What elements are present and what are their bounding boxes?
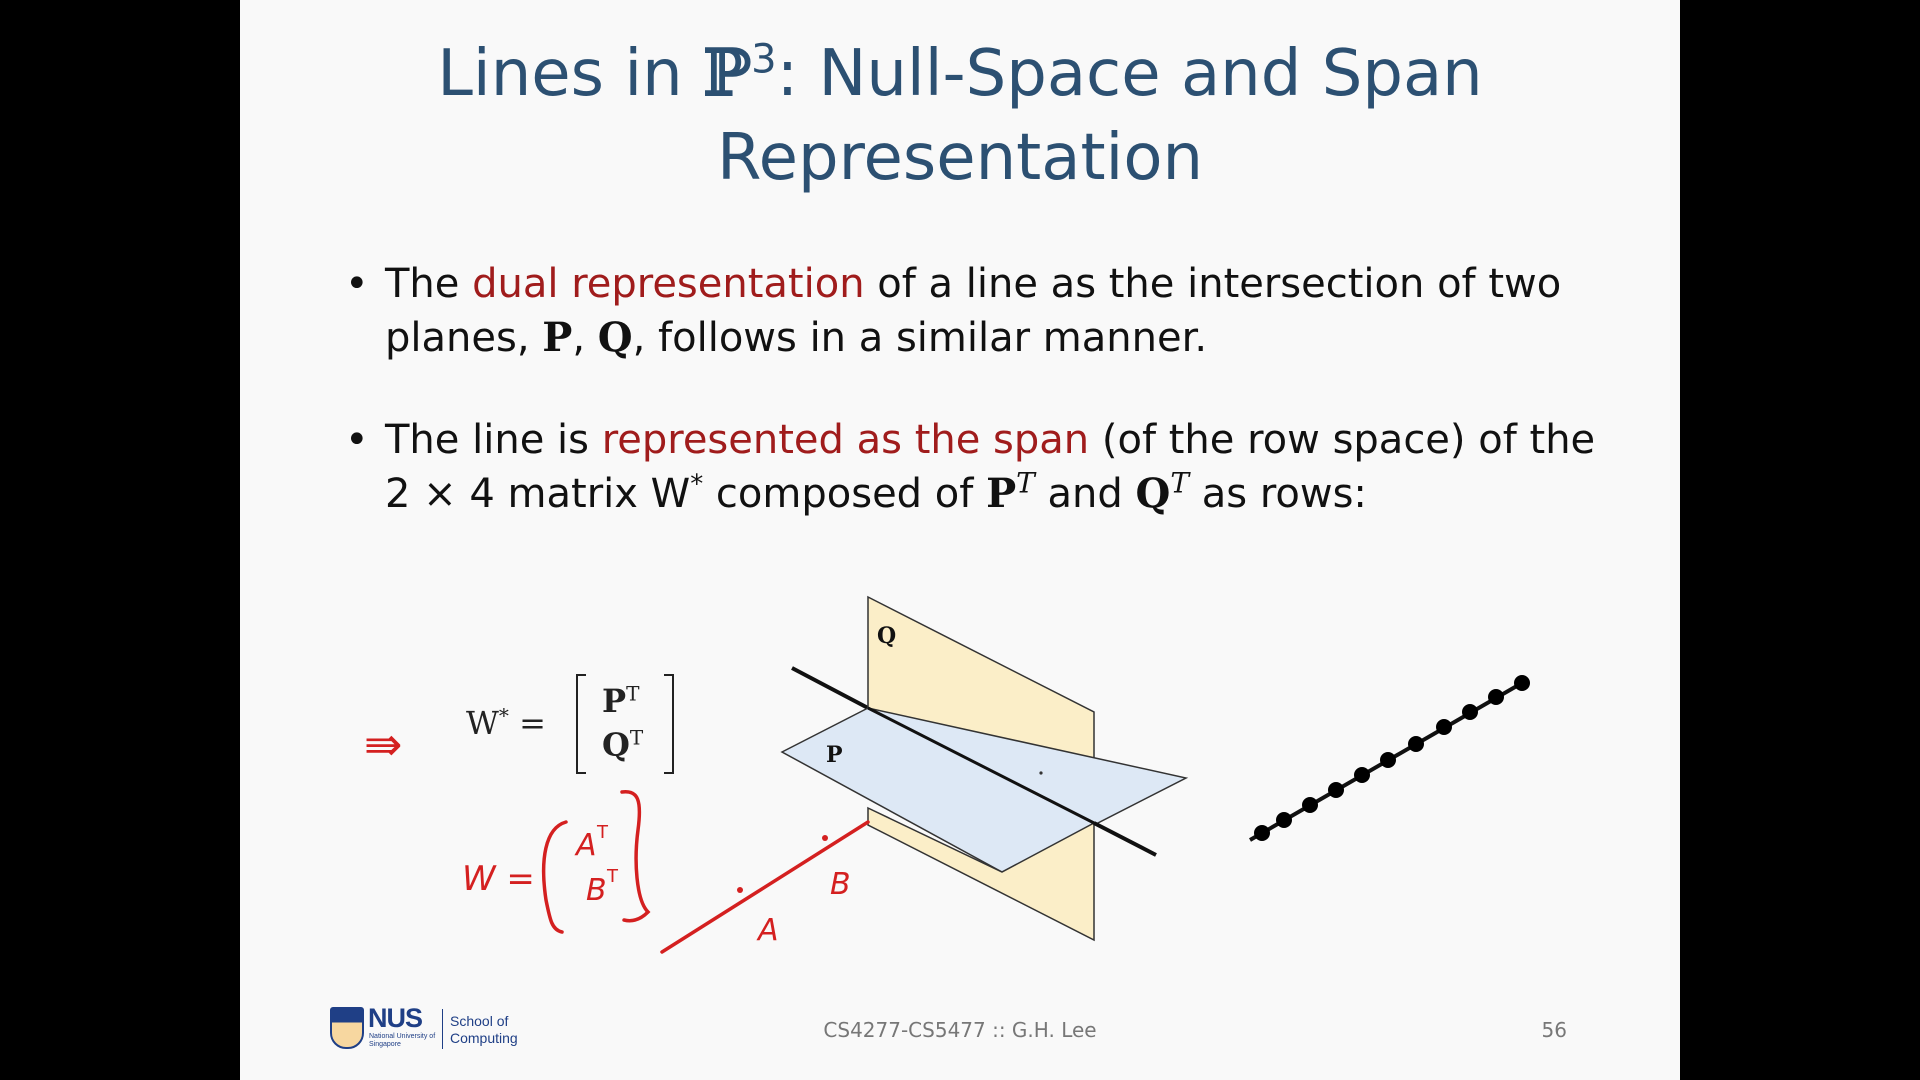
point-dot — [1436, 719, 1452, 735]
point-dot — [1380, 752, 1396, 768]
bullet-text: The — [385, 261, 473, 307]
intersection-line — [867, 706, 1095, 825]
row-p: P — [602, 682, 627, 720]
hand-point-a — [737, 887, 743, 893]
matrix-row-2: QT — [602, 726, 643, 764]
school-line-2: Computing — [450, 1030, 518, 1046]
plane-q-label: Q — [877, 623, 896, 649]
hand-line-ab — [660, 820, 870, 954]
nus-crest-icon — [330, 1007, 364, 1049]
point-dot — [1276, 812, 1292, 828]
b-transpose-annotation: T — [606, 866, 619, 887]
plane-p-symbol: P — [542, 314, 573, 361]
a-row-annotation: A — [574, 828, 597, 863]
title-text-rest: : Null-Space and Span — [776, 37, 1483, 111]
point-dot — [1408, 736, 1424, 752]
slide-title: Lines in ℙ3: Null-Space and Span Represe… — [240, 32, 1680, 200]
point-dot — [1462, 704, 1478, 720]
bullet-list: • The dual representation of a line as t… — [345, 257, 1625, 569]
a-transpose-annotation: T — [596, 822, 609, 843]
right-bracket — [664, 674, 674, 774]
title-text: Lines in — [437, 37, 703, 111]
title-line-1: Lines in ℙ3: Null-Space and Span — [240, 32, 1680, 116]
footer-course: CS4277-CS5477 :: G.H. Lee — [823, 1018, 1097, 1042]
equals-sign: = — [508, 704, 546, 742]
transpose-symbol: T — [1016, 466, 1035, 500]
plane-p-label: P — [826, 742, 843, 768]
point-dot — [1328, 782, 1344, 798]
nus-logo: NUS National University of Singapore Sch… — [330, 1003, 550, 1055]
implies-annotation: ⇛ — [364, 717, 403, 771]
transpose-symbol: T — [626, 681, 640, 706]
left-bracket — [576, 674, 586, 774]
planes-intersection-figure: Q P ⇛ W = A T B T — [364, 595, 1530, 954]
projective-space-symbol: ℙ — [703, 36, 752, 111]
star-symbol: * — [498, 703, 509, 728]
bullet-2: • The line is represented as the span (o… — [345, 413, 1625, 521]
plane-q-symbol: Q — [597, 314, 633, 361]
bullet-marker: • — [345, 261, 369, 307]
highlight-dual-representation: dual representation — [472, 261, 865, 307]
equation-lhs: W* = — [466, 704, 546, 742]
intersection-line-back — [791, 666, 869, 710]
point-dot — [1514, 675, 1530, 691]
page-number: 56 — [1541, 1018, 1567, 1042]
logo-name: NUS — [368, 1003, 423, 1033]
plane-p — [780, 707, 1189, 873]
handwritten-annotations: ⇛ W = A T B T A B — [364, 717, 870, 954]
b-row-annotation: B — [586, 873, 607, 908]
plane-p-symbol: P — [986, 470, 1017, 517]
bullet-marker: • — [345, 417, 369, 463]
slide: Lines in ℙ3: Null-Space and Span Represe… — [240, 0, 1680, 1080]
bullet-text: (of the row space) of the 2 × 4 matrix W — [385, 417, 1596, 517]
intersection-line-front — [1093, 821, 1157, 857]
hand-bracket-left — [541, 820, 568, 934]
matrix-row-1: PT — [602, 682, 639, 720]
label-a-annotation: A — [756, 913, 779, 948]
bullet-text: composed of — [703, 471, 987, 517]
bullet-text: , follows in a similar manner. — [632, 315, 1208, 361]
dual-star: * — [690, 469, 704, 500]
point-dot — [1354, 767, 1370, 783]
title-line-2: Representation — [716, 121, 1204, 195]
bullet-text: as rows: — [1189, 471, 1367, 517]
bullet-text: The line is — [385, 417, 602, 463]
point-dot — [1488, 689, 1504, 705]
plane-q-symbol: Q — [1135, 470, 1171, 517]
bullet-text: and — [1034, 471, 1136, 517]
transpose-symbol: T — [629, 725, 644, 750]
label-b-annotation: B — [830, 867, 851, 902]
school-line-1: School of — [450, 1013, 509, 1029]
plane-dot — [1039, 771, 1043, 775]
row-q: Q — [602, 726, 630, 764]
hand-point-b — [822, 835, 828, 841]
point-dot — [1302, 797, 1318, 813]
point-dot — [1254, 825, 1270, 841]
bullet-text: , — [572, 315, 598, 361]
w-equals-annotation: W = — [462, 859, 535, 899]
logo-divider — [442, 1009, 443, 1049]
highlight-span: represented as the span — [601, 417, 1090, 463]
hand-bracket-right — [620, 790, 651, 923]
bullet-1: • The dual representation of a line as t… — [345, 257, 1625, 365]
point-line — [1249, 675, 1530, 842]
w-symbol: W — [466, 704, 499, 742]
matrix: PT QT — [576, 674, 674, 774]
transpose-symbol: T — [1170, 466, 1190, 500]
logo-subtitle: National University of Singapore — [369, 1033, 436, 1048]
title-superscript: 3 — [751, 36, 777, 83]
bullet-text: of a line as the intersection of two pla… — [385, 261, 1562, 361]
